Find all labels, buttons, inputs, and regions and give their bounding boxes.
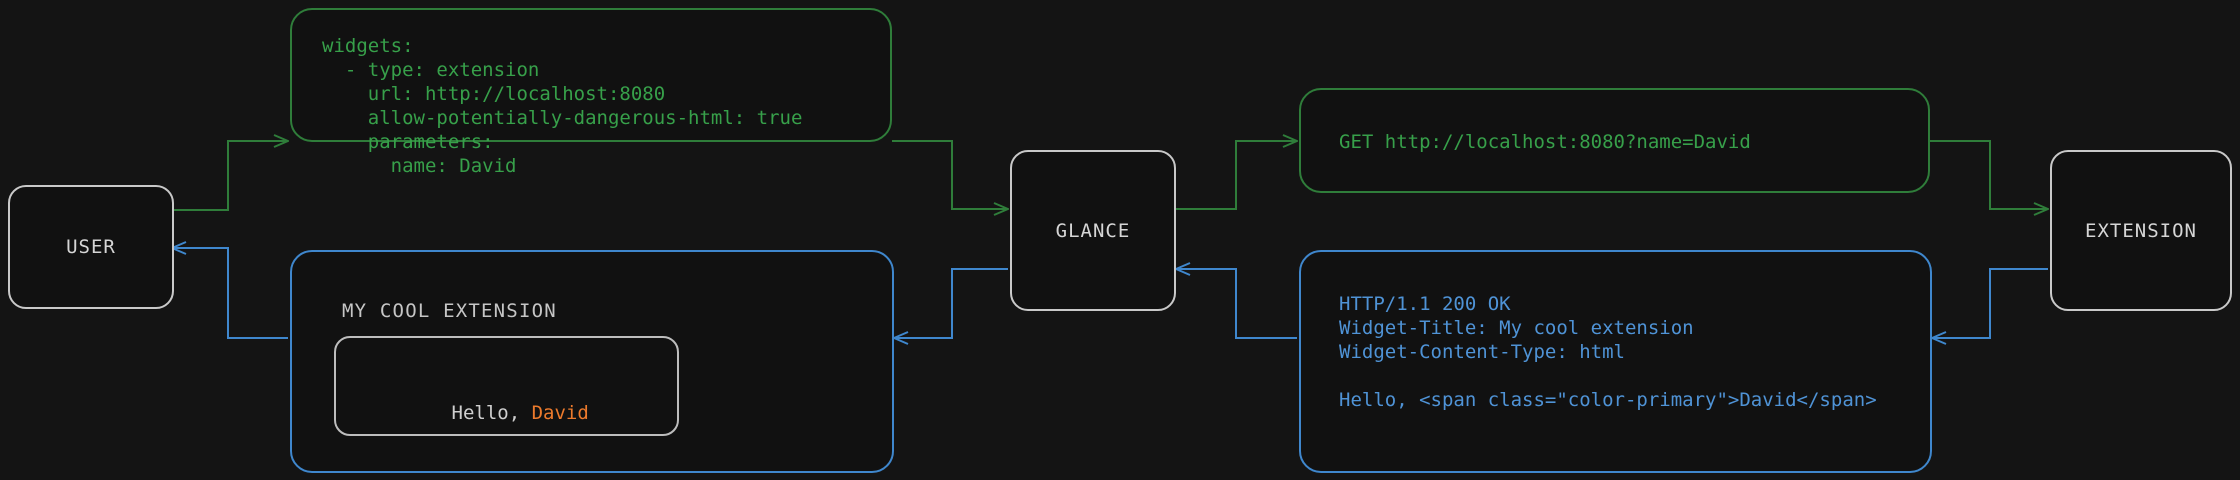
connector-response-to-glance	[1176, 269, 1297, 339]
http-request-code: GET http://localhost:8080?name=David	[1339, 131, 1751, 153]
node-extension[interactable]: EXTENSION	[2050, 150, 2232, 311]
node-user-label: USER	[66, 236, 116, 258]
connector-extension-to-response	[1932, 268, 2048, 338]
connector-glance-to-rendered-widget	[894, 268, 1008, 338]
node-user[interactable]: USER	[8, 185, 174, 309]
config-code: widgets: - type: extension url: http://l…	[322, 35, 803, 177]
connector-request-to-extension	[1930, 140, 2048, 209]
rendered-widget-name: David	[531, 402, 589, 424]
rendered-widget-title: MY COOL EXTENSION	[342, 300, 557, 322]
rendered-widget-content-box: Hello, David	[334, 336, 679, 436]
rendered-widget-greeting: Hello,	[451, 402, 532, 424]
rendered-widget-body: Hello, David	[360, 380, 589, 446]
panel-http-response: HTTP/1.1 200 OK Widget-Title: My cool ex…	[1299, 250, 1932, 473]
panel-config: widgets: - type: extension url: http://l…	[290, 8, 892, 177]
panel-http-request: GET http://localhost:8080?name=David	[1299, 88, 1930, 193]
connector-config-to-glance	[892, 140, 1008, 209]
connector-glance-to-request	[1174, 141, 1297, 210]
connector-user-to-config	[170, 141, 288, 211]
node-glance[interactable]: GLANCE	[1010, 150, 1176, 311]
http-response-code: HTTP/1.1 200 OK Widget-Title: My cool ex…	[1339, 293, 1877, 411]
node-extension-label: EXTENSION	[2085, 219, 2197, 242]
node-glance-label: GLANCE	[1055, 219, 1131, 242]
panel-rendered-widget: MY COOL EXTENSION Hello, David	[290, 250, 894, 473]
connector-rendered-widget-to-user	[172, 248, 288, 339]
